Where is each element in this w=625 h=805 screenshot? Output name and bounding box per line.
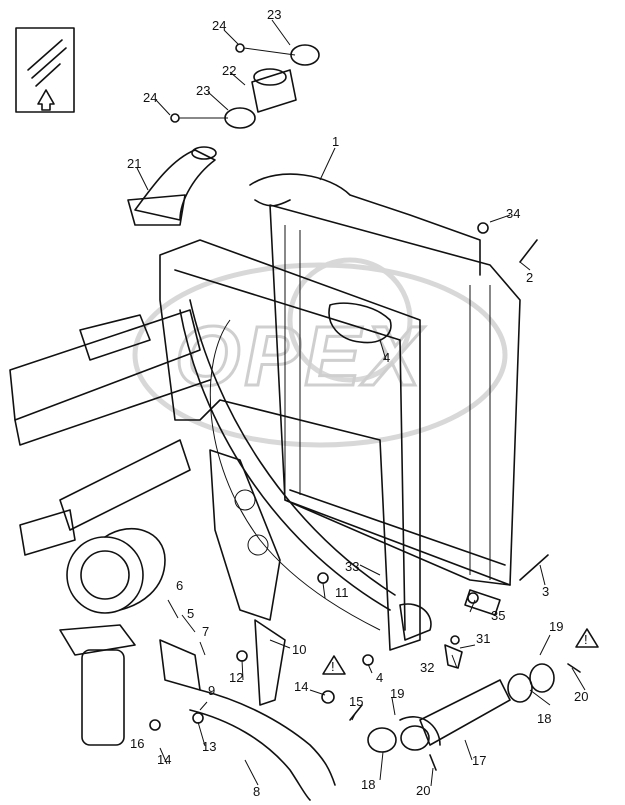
callout-13: 13 <box>202 739 216 754</box>
brackets <box>159 589 501 706</box>
air-pipe-21 <box>127 146 217 226</box>
callout-35: 35 <box>491 608 505 623</box>
radiator-frame <box>159 239 421 651</box>
chassis-frame-rail <box>9 309 211 556</box>
bolt-24-lower <box>170 113 228 123</box>
callout-24b: 24 <box>143 90 157 105</box>
hose-clamps-18-19 <box>367 663 555 753</box>
callout-24a: 24 <box>212 18 226 33</box>
hose-clamp-23-upper <box>290 44 320 66</box>
callout-labels: 1 2 3 4 4 5 6 7 8 9 10 11 12 13 14 14 15… <box>127 7 588 799</box>
callout-7: 7 <box>202 624 209 639</box>
callout-4b: 4 <box>376 670 383 685</box>
callout-18b: 18 <box>537 711 551 726</box>
fan-shroud <box>179 299 396 611</box>
bolt-24-upper <box>235 43 296 56</box>
callout-11: 11 <box>335 585 349 600</box>
callout-31: 31 <box>476 631 490 646</box>
callout-33: 33 <box>345 559 359 574</box>
radiator-core <box>249 173 521 586</box>
callout-16: 16 <box>130 736 144 751</box>
callout-2: 2 <box>526 270 533 285</box>
hose-clamp-23-lower <box>224 107 256 129</box>
callout-23a: 23 <box>267 7 281 22</box>
watermark-text: OPEX <box>175 309 425 403</box>
warning-triangle-icon: ! <box>322 655 346 675</box>
callout-19a: 19 <box>390 686 404 701</box>
callout-22: 22 <box>222 63 236 78</box>
callout-20b: 20 <box>574 689 588 704</box>
callout-10: 10 <box>292 642 306 657</box>
callout-23b: 23 <box>196 83 210 98</box>
callout-8: 8 <box>253 784 260 799</box>
watermark-logo: OPEX <box>132 257 508 448</box>
callout-14a: 14 <box>294 679 308 694</box>
engine-front-plate <box>209 449 281 621</box>
callout-14b: 14 <box>157 752 171 767</box>
warning-triangle-icon: ! <box>575 628 599 648</box>
leader-lines <box>136 19 586 787</box>
callout-5: 5 <box>187 606 194 621</box>
filter-housing <box>59 624 136 746</box>
callout-6: 6 <box>176 578 183 593</box>
hose-sleeve-22 <box>251 68 297 113</box>
callout-19b: 19 <box>549 619 563 634</box>
callout-18a: 18 <box>361 777 375 792</box>
callout-21: 21 <box>127 156 141 171</box>
front-direction-arrow-icon <box>15 27 75 113</box>
callout-1: 1 <box>332 134 339 149</box>
turbocharger <box>66 528 166 614</box>
callout-9: 9 <box>208 683 215 698</box>
callout-17: 17 <box>472 753 486 768</box>
fasteners <box>149 222 581 771</box>
lower-pipe-8 <box>189 689 336 801</box>
callout-20a: 20 <box>416 783 430 798</box>
callout-15: 15 <box>349 694 363 709</box>
svg-text:!: ! <box>584 632 588 647</box>
callout-4a: 4 <box>383 350 390 365</box>
callout-3: 3 <box>542 584 549 599</box>
callout-34: 34 <box>506 206 520 221</box>
svg-text:!: ! <box>331 659 335 674</box>
hose-17 <box>399 679 511 746</box>
callout-32: 32 <box>420 660 434 675</box>
callout-12: 12 <box>229 670 243 685</box>
